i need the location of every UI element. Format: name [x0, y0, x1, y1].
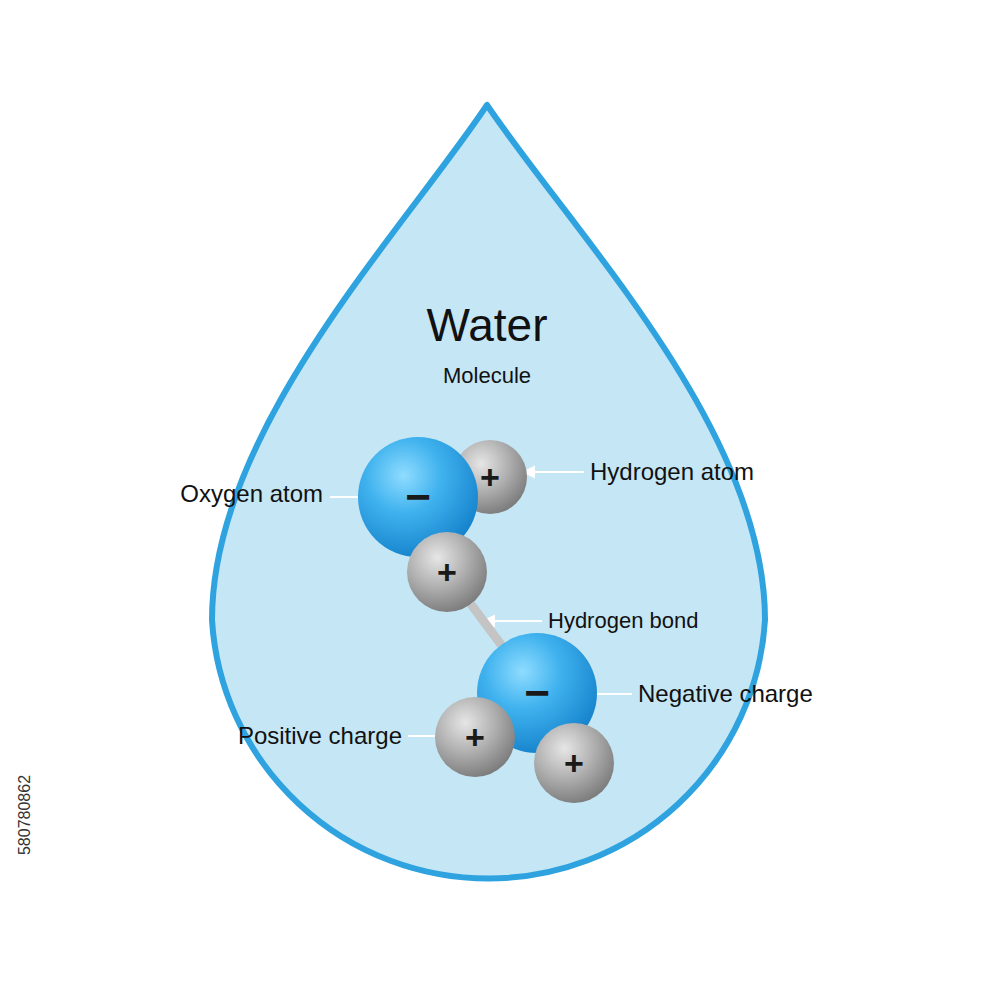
callout-label: Hydrogen atom [590, 460, 754, 484]
atom-fill [407, 532, 487, 612]
atom-fill [453, 440, 527, 514]
bond-stroke [471, 604, 505, 650]
callout-label: Hydrogen bond [548, 610, 698, 632]
hydrogen-atom: + [534, 723, 614, 803]
hydrogen-atom: + [435, 697, 515, 777]
watermark-id: 580780862 [17, 775, 33, 855]
callout-label: Oxygen atom [180, 482, 323, 506]
charge-sign: + [534, 723, 614, 803]
diagram-title: Water [427, 302, 548, 348]
charge-sign: + [407, 532, 487, 612]
atom-fill [435, 697, 515, 777]
subtitle: Molecule [443, 365, 531, 387]
callout-label: Positive charge [238, 724, 402, 748]
charge-sign: + [435, 697, 515, 777]
hydrogen-atom: + [407, 532, 487, 612]
hydrogen-bond-line [471, 604, 505, 650]
callout-label: Negative charge [638, 682, 813, 706]
atom-fill [534, 723, 614, 803]
